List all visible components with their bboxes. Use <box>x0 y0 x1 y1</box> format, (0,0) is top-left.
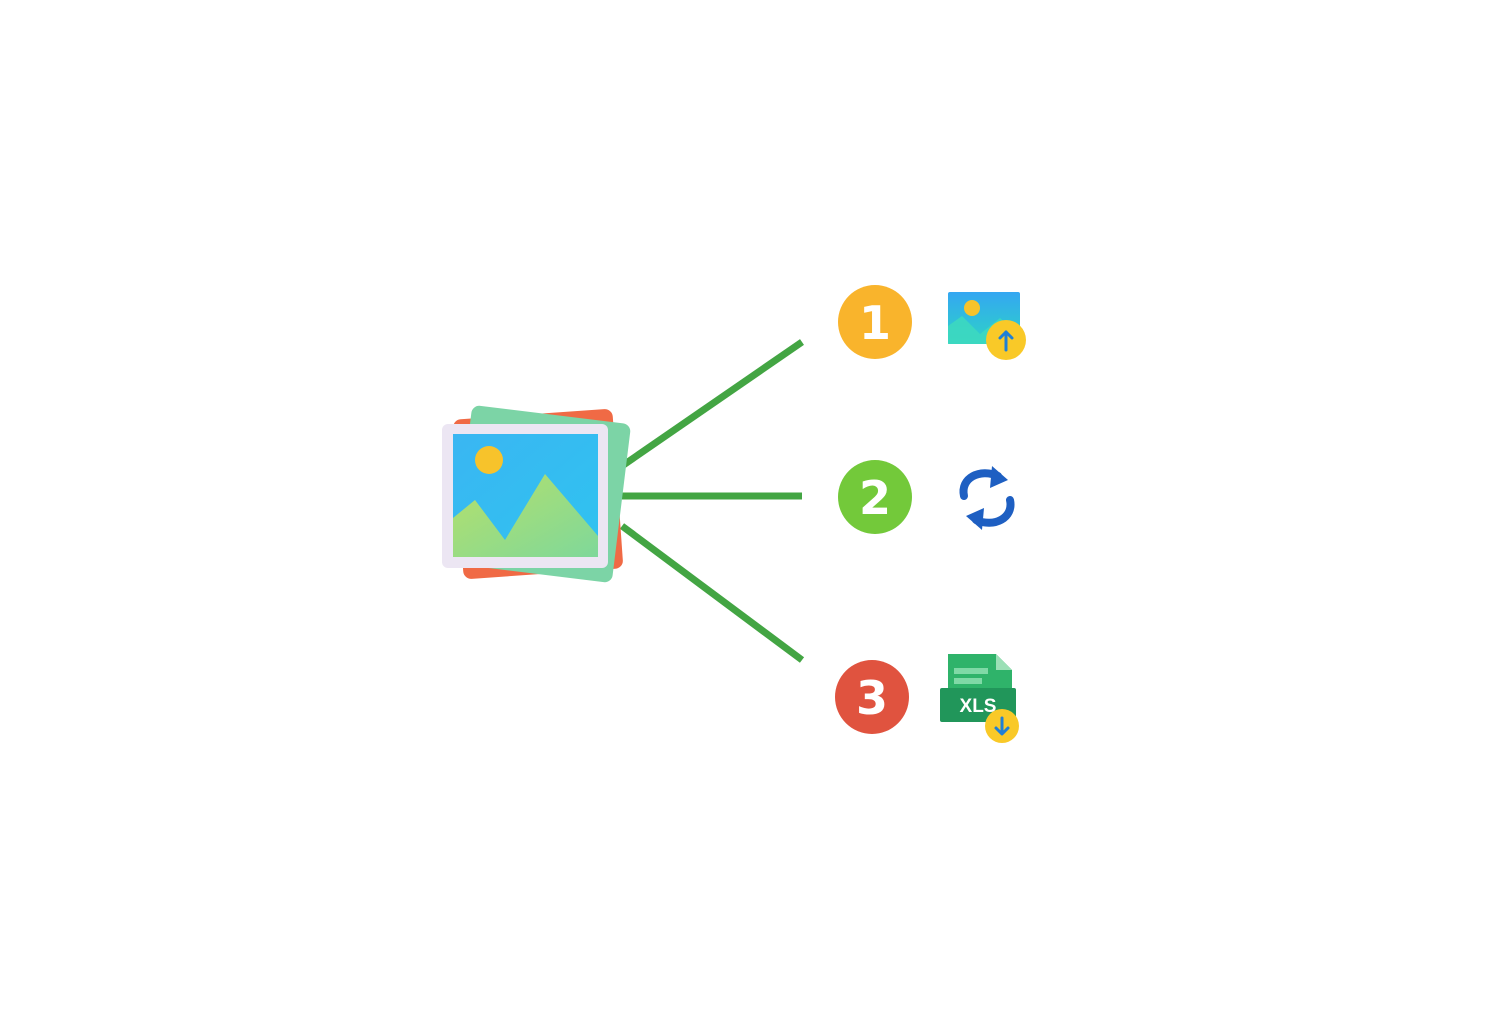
step-badge-1: 1 <box>838 285 912 359</box>
connector-line-3 <box>619 523 805 663</box>
connector-line-1 <box>620 339 804 469</box>
step-number-1: 1 <box>859 296 891 350</box>
step-badge-3: 3 <box>835 660 909 734</box>
step-badge-2: 2 <box>838 460 912 534</box>
convert-icon <box>959 466 1015 530</box>
xls-label: XLS <box>960 696 997 717</box>
step-number-2: 2 <box>859 471 891 525</box>
xls-download-icon: XLS <box>940 654 1019 743</box>
image-upload-icon <box>948 292 1026 360</box>
image-stack-icon <box>442 405 631 583</box>
step-number-3: 3 <box>856 671 888 725</box>
connector-lines <box>619 339 805 663</box>
